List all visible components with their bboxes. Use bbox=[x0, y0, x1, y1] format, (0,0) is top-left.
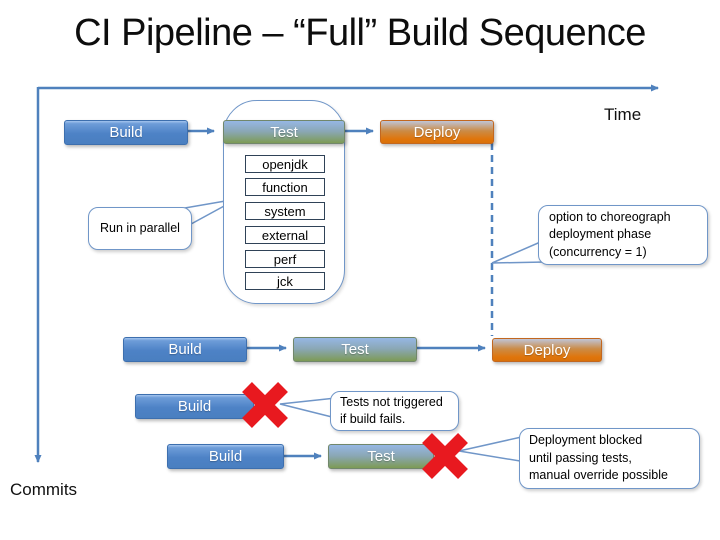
deployment-blocked-callout: Deployment blocked until passing tests, … bbox=[519, 428, 700, 489]
test-item-system: system bbox=[245, 202, 325, 220]
row4-build-box: Build bbox=[167, 444, 284, 469]
tests-not-triggered-callout-tail bbox=[279, 397, 337, 419]
slide-title: CI Pipeline – “Full” Build Sequence bbox=[74, 12, 646, 54]
test-item-openjdk: openjdk bbox=[245, 155, 325, 173]
test-item-jck: jck bbox=[245, 272, 325, 290]
commits-axis-label: Commits bbox=[10, 480, 78, 499]
row1-build-box: Build bbox=[64, 120, 188, 145]
choreograph-callout: option to choreograph deployment phase (… bbox=[538, 205, 708, 265]
tests-not-triggered-callout: Tests not triggered if build fails. bbox=[330, 391, 459, 431]
test-item-external: external bbox=[245, 226, 325, 244]
row2-build-box: Build bbox=[123, 337, 247, 362]
test-item-function: function bbox=[245, 178, 325, 196]
deployment-blocked-callout-tail bbox=[458, 435, 527, 463]
row2-deploy-box: Deploy bbox=[492, 338, 602, 362]
row4-test-box: Test bbox=[328, 444, 434, 469]
row3-build-box: Build bbox=[135, 394, 254, 419]
run-in-parallel-callout: Run in parallel bbox=[88, 207, 192, 250]
row2-test-box: Test bbox=[293, 337, 417, 362]
time-axis-label: Time bbox=[604, 105, 642, 124]
row1-deploy-box: Deploy bbox=[380, 120, 494, 144]
row1-test-box: Test bbox=[223, 120, 345, 144]
test-item-perf: perf bbox=[245, 250, 325, 268]
